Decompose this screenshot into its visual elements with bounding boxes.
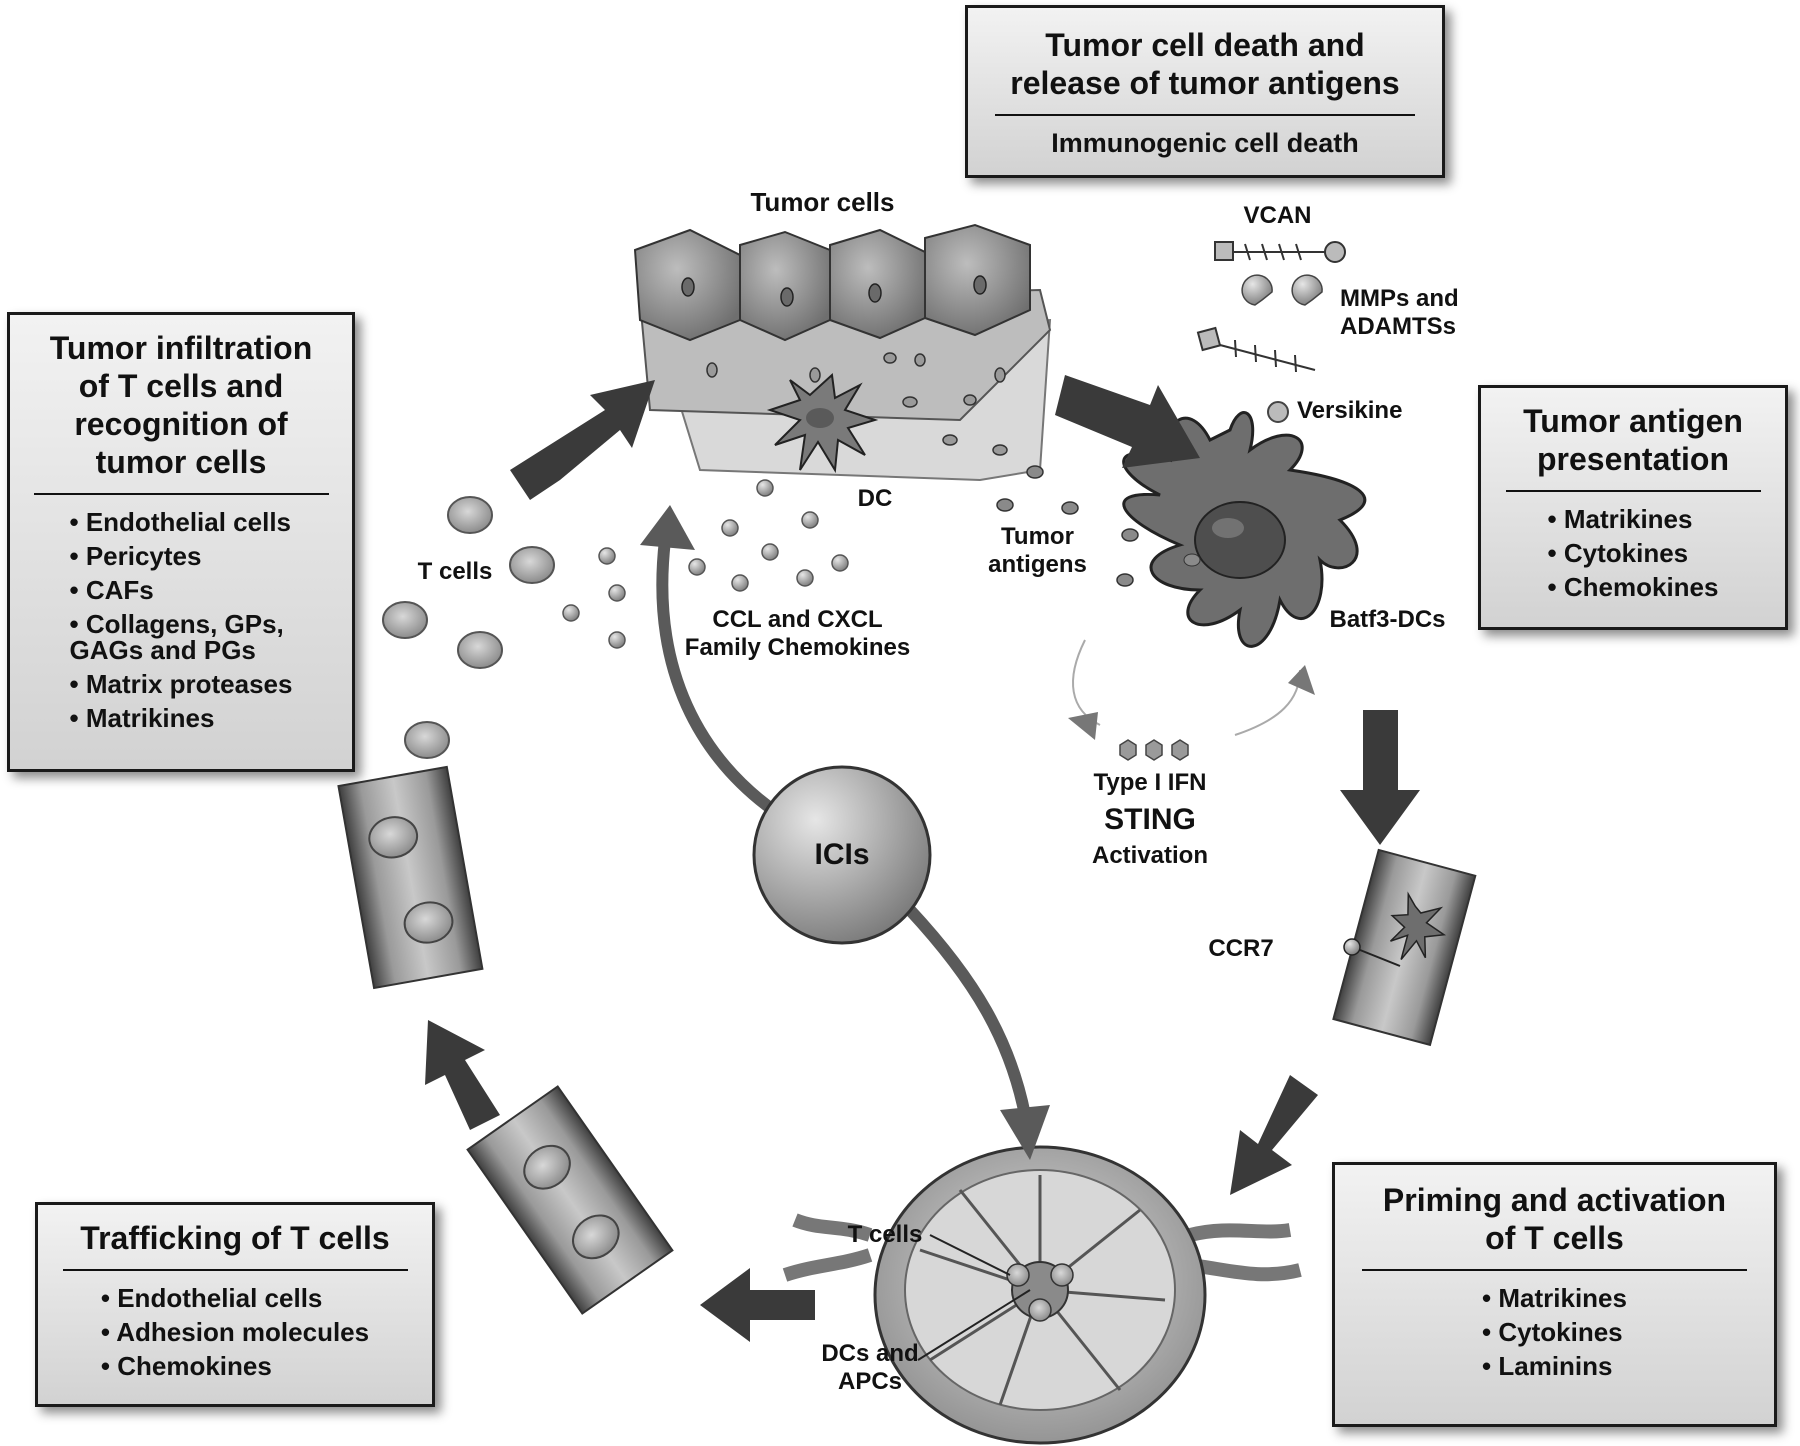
list-item: Chemokines [1548,570,1719,604]
blood-vessel-bottom-left [466,1085,674,1315]
label-type1-ifn: Type I IFN [1093,769,1207,796]
box-infiltration-title: Tumor infiltration of T cells and recogn… [49,330,313,480]
ici-arrows [656,539,1031,1117]
box-priming-list: Matrikines Cytokines Laminins [1482,1281,1627,1383]
label-ccl-cxcl: CCL and CXCL Family Chemokines [684,606,911,661]
list-item: Endothelial cells [70,505,293,539]
box-tumor-infiltration: Tumor infiltration of T cells and recogn… [7,312,355,772]
cycle-arrows [425,375,1420,1342]
sting-arrow-head-left [1068,712,1098,740]
box-death-divider [995,114,1415,116]
label-icis: ICIs [814,838,870,871]
arrow-vessel-to-tumor [510,380,655,500]
box-priming-divider [1362,1269,1747,1271]
box-presentation-list: Matrikines Cytokines Chemokines [1548,502,1719,604]
tumor-antigen-dots [996,465,1139,587]
sting-arrow-head-right [1288,665,1315,695]
dendritic-cell-tumor [766,372,879,474]
box-death-title: Tumor cell death and release of tumor an… [1010,27,1400,101]
label-t-cells-upper: T cells [417,558,493,585]
box-presentation-title: Tumor antigen presentation [1523,403,1743,477]
ici-arrow-head-down [1000,1105,1050,1160]
label-tumor-cells: Tumor cells [750,187,895,217]
box-trafficking-title: Trafficking of T cells [80,1220,390,1256]
list-item: Collagens, GPs, GAGs and PGs [70,607,293,667]
label-t-cells-node: T cells [847,1221,923,1248]
icis-circle [752,765,932,945]
box-infiltration-divider [33,493,329,495]
ici-arrow-head-up [640,505,695,550]
batf3-dendritic-cell [1122,411,1367,648]
box-trafficking-list: Endothelial cells Adhesion molecules Che… [101,1281,369,1383]
mmp-enzymes [1241,274,1323,306]
versikine-icon [1267,401,1289,423]
list-item: Matrikines [70,701,293,735]
list-item: Chemokines [101,1349,369,1383]
label-batf3-dcs: Batf3-DCs [1329,606,1446,633]
chemokine-dots [562,479,849,649]
label-dc: DC [857,485,893,512]
arrow-node-to-trafficking [700,1268,815,1342]
arrow-vessel-to-node [1230,1075,1318,1195]
label-versikine: Versikine [1297,397,1403,424]
sting-loop-arrows [1072,639,1301,736]
label-sting: STING [1104,803,1196,836]
box-death-subtitle: Immunogenic cell death [1051,128,1359,158]
lymphatic-vessel-right [1332,848,1477,1047]
list-item: Pericytes [70,539,293,573]
label-tumor-antigens: Tumor antigens [988,523,1087,578]
list-item: Matrikines [1548,502,1719,536]
ccr7-receptor [1343,938,1361,956]
list-item: Matrikines [1482,1281,1627,1315]
label-vcan: VCAN [1243,202,1312,229]
cleaved-vcan [1196,326,1316,373]
lymph-node [782,1145,1302,1445]
label-ccr7: CCR7 [1208,935,1274,962]
box-priming-activation: Priming and activation of T cells Matrik… [1332,1162,1777,1427]
box-tumor-cell-death: Tumor cell death and release of tumor an… [965,5,1445,178]
list-item: Adhesion molecules [101,1315,369,1349]
label-dcs-apcs: DCs and APCs [821,1340,919,1395]
type1-ifn-molecules [1119,739,1189,761]
arrow-trafficking-to-vessel [425,1020,500,1130]
list-item: CAFs [70,573,293,607]
arrow-death-to-presentation [1055,375,1200,468]
list-item: Endothelial cells [101,1281,369,1315]
label-activation: Activation [1091,842,1208,869]
label-mmps-adamtss: MMPs and ADAMTSs [1340,285,1459,340]
arrow-presentation-to-vessel [1340,710,1420,845]
box-infiltration-list: Endothelial cells Pericytes CAFs Collage… [70,505,293,735]
box-presentation-divider [1505,490,1761,492]
list-item: Cytokines [1548,536,1719,570]
list-item: Matrix proteases [70,667,293,701]
box-trafficking: Trafficking of T cells Endothelial cells… [35,1202,435,1407]
t-cells-free [382,496,555,759]
box-priming-title: Priming and activation of T cells [1382,1182,1727,1256]
list-item: Laminins [1482,1349,1627,1383]
ccr7-pointer [1354,947,1401,967]
list-item: Cytokines [1482,1315,1627,1349]
box-trafficking-divider [62,1269,408,1271]
dcs-apcs-pointer [917,1289,1031,1361]
vcan-molecule [1214,241,1346,263]
t-cells-node-pointer [929,1234,1011,1276]
box-tumor-antigen-presentation: Tumor antigen presentation Matrikines Cy… [1478,385,1788,630]
blood-vessel-left [337,765,484,990]
